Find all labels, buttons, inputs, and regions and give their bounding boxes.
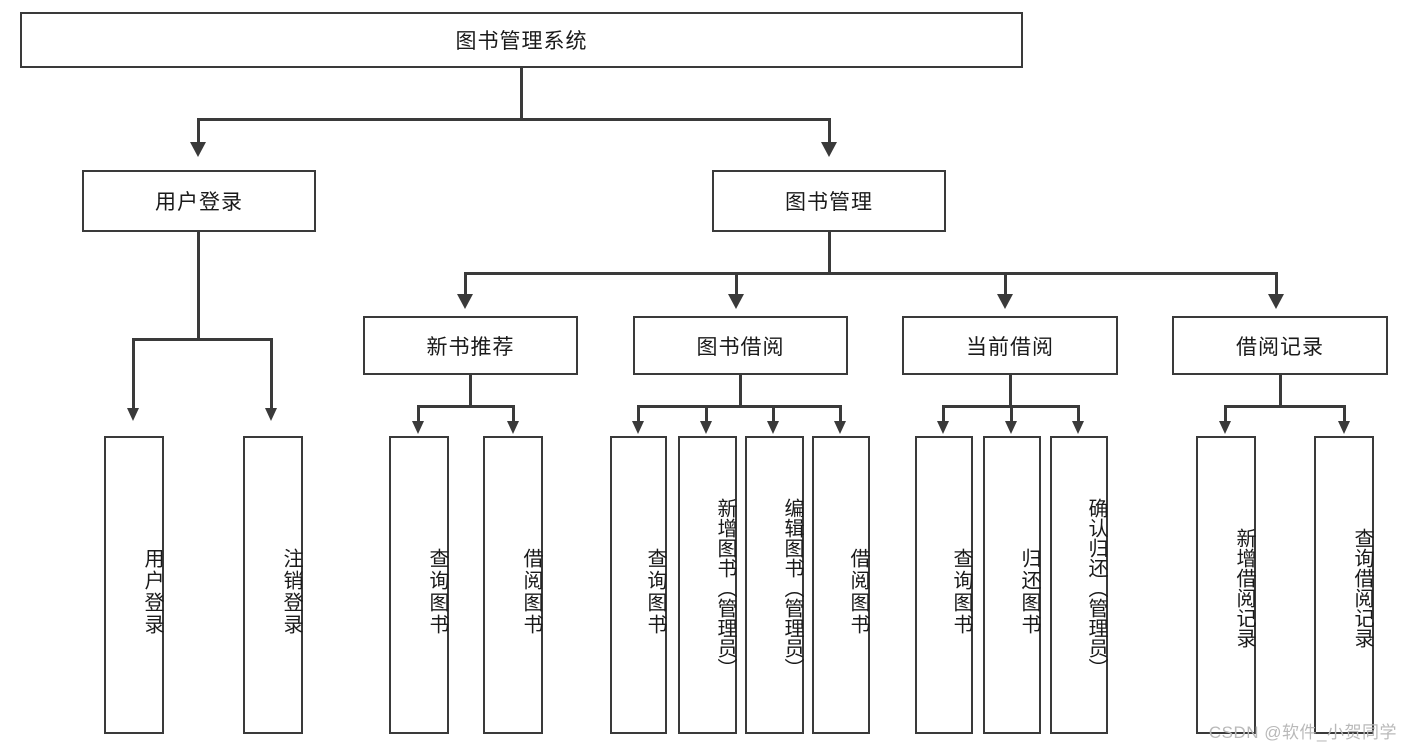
connector-to-borrow-record <box>1275 272 1278 296</box>
node-book-management[interactable]: 图书管理 <box>712 170 946 232</box>
node-book-borrow[interactable]: 图书借阅 <box>633 316 848 375</box>
node-leaf-logout[interactable]: 注销登录 <box>243 436 303 734</box>
node-label: 用户登录 <box>155 191 243 214</box>
arrowhead-leaf-user-login <box>127 408 139 421</box>
node-leaf-add-book-admin[interactable]: 新增图书（管理员） <box>678 436 737 734</box>
connector-user-login-drop-2 <box>270 338 273 410</box>
node-label: 新增图书（管理员） <box>714 498 736 678</box>
connector-nbr-drop-1 <box>417 405 420 423</box>
connector-bb-drop-2 <box>705 405 708 423</box>
connector-to-user-login <box>197 118 200 144</box>
arrowhead-leaf-query-book <box>632 421 644 434</box>
connector-user-login-stem <box>197 232 200 340</box>
connector-root-stem <box>520 68 523 120</box>
arrowhead-leaf-borrow-book-recommend <box>507 421 519 434</box>
node-label: 借阅图书 <box>520 548 542 636</box>
node-label: 确认归还（管理员） <box>1085 498 1107 678</box>
connector-book-borrow-bus <box>637 405 840 408</box>
node-label: 借阅记录 <box>1236 335 1324 359</box>
node-label: 查询图书 <box>644 548 666 636</box>
arrowhead-to-new-book-recommend <box>457 294 473 309</box>
connector-level2-bus <box>197 118 831 121</box>
arrowhead-to-current-borrow <box>997 294 1013 309</box>
node-label: 当前借阅 <box>966 335 1054 359</box>
node-new-book-recommend[interactable]: 新书推荐 <box>363 316 578 375</box>
connector-cb-drop-3 <box>1077 405 1080 423</box>
connector-bb-drop-1 <box>637 405 640 423</box>
connector-cb-drop-1 <box>942 405 945 423</box>
arrowhead-leaf-add-borrow-record <box>1219 421 1231 434</box>
arrowhead-leaf-add-book-admin <box>700 421 712 434</box>
node-label: 查询借阅记录 <box>1351 528 1373 648</box>
node-label: 新增借阅记录 <box>1233 528 1255 648</box>
connector-book-borrow-stem <box>739 375 742 408</box>
node-leaf-return-book[interactable]: 归还图书 <box>983 436 1041 734</box>
node-label: 借阅图书 <box>847 548 869 636</box>
node-label: 注销登录 <box>280 548 302 636</box>
connector-br-drop-1 <box>1224 405 1227 423</box>
arrowhead-leaf-logout <box>265 408 277 421</box>
connector-bb-drop-4 <box>839 405 842 423</box>
connector-br-drop-2 <box>1343 405 1346 423</box>
node-leaf-borrow-book[interactable]: 借阅图书 <box>812 436 870 734</box>
node-label: 用户登录 <box>141 548 163 636</box>
arrowhead-to-user-login <box>190 142 206 157</box>
node-leaf-edit-book-admin[interactable]: 编辑图书（管理员） <box>745 436 804 734</box>
connector-new-book-recommend-stem <box>469 375 472 408</box>
node-leaf-query-book-recommend[interactable]: 查询图书 <box>389 436 449 734</box>
node-leaf-query-book[interactable]: 查询图书 <box>610 436 667 734</box>
connector-to-new-book-recommend <box>464 272 467 296</box>
node-user-login[interactable]: 用户登录 <box>82 170 316 232</box>
node-label: 归还图书 <box>1018 548 1040 636</box>
node-label: 查询图书 <box>426 548 448 636</box>
node-label: 编辑图书（管理员） <box>781 498 803 678</box>
watermark-text: CSDN @软件_小贺同学 <box>1208 723 1397 742</box>
connector-level3-bus <box>464 272 1278 275</box>
node-label: 图书借阅 <box>696 335 785 359</box>
node-leaf-user-login[interactable]: 用户登录 <box>104 436 164 734</box>
node-leaf-confirm-return-admin[interactable]: 确认归还（管理员） <box>1050 436 1108 734</box>
node-leaf-query-book-current[interactable]: 查询图书 <box>915 436 973 734</box>
arrowhead-leaf-query-borrow-record <box>1338 421 1350 434</box>
arrowhead-leaf-query-book-current <box>937 421 949 434</box>
connector-borrow-record-stem <box>1279 375 1282 408</box>
arrowhead-to-book-borrow <box>728 294 744 309</box>
connector-book-management-stem <box>828 232 831 274</box>
node-leaf-add-borrow-record[interactable]: 新增借阅记录 <box>1196 436 1256 734</box>
arrowhead-leaf-confirm-return-admin <box>1072 421 1084 434</box>
connector-bb-drop-3 <box>772 405 775 423</box>
connector-to-book-borrow <box>735 272 738 296</box>
connector-nbr-drop-2 <box>512 405 515 423</box>
connector-user-login-drop-1 <box>132 338 135 410</box>
node-label: 图书管理 <box>785 191 873 214</box>
connector-new-book-recommend-bus <box>417 405 515 408</box>
node-label: 新书推荐 <box>426 335 515 359</box>
arrowhead-leaf-edit-book-admin <box>767 421 779 434</box>
node-label: 图书管理系统 <box>455 30 588 53</box>
connector-cb-drop-2 <box>1010 405 1013 423</box>
connector-borrow-record-bus <box>1224 405 1346 408</box>
node-label: 查询图书 <box>950 548 972 636</box>
connector-current-borrow-stem <box>1009 375 1012 408</box>
arrowhead-leaf-borrow-book <box>834 421 846 434</box>
node-borrow-record[interactable]: 借阅记录 <box>1172 316 1388 375</box>
connector-user-login-bus <box>132 338 272 341</box>
arrowhead-to-borrow-record <box>1268 294 1284 309</box>
arrowhead-to-book-management <box>821 142 837 157</box>
node-current-borrow[interactable]: 当前借阅 <box>902 316 1118 375</box>
node-leaf-borrow-book-recommend[interactable]: 借阅图书 <box>483 436 543 734</box>
node-leaf-query-borrow-record[interactable]: 查询借阅记录 <box>1314 436 1374 734</box>
arrowhead-leaf-return-book <box>1005 421 1017 434</box>
connector-to-current-borrow <box>1004 272 1007 296</box>
node-root-book-management-system[interactable]: 图书管理系统 <box>20 12 1023 68</box>
connector-to-book-management <box>828 118 831 144</box>
arrowhead-leaf-query-book-recommend <box>412 421 424 434</box>
